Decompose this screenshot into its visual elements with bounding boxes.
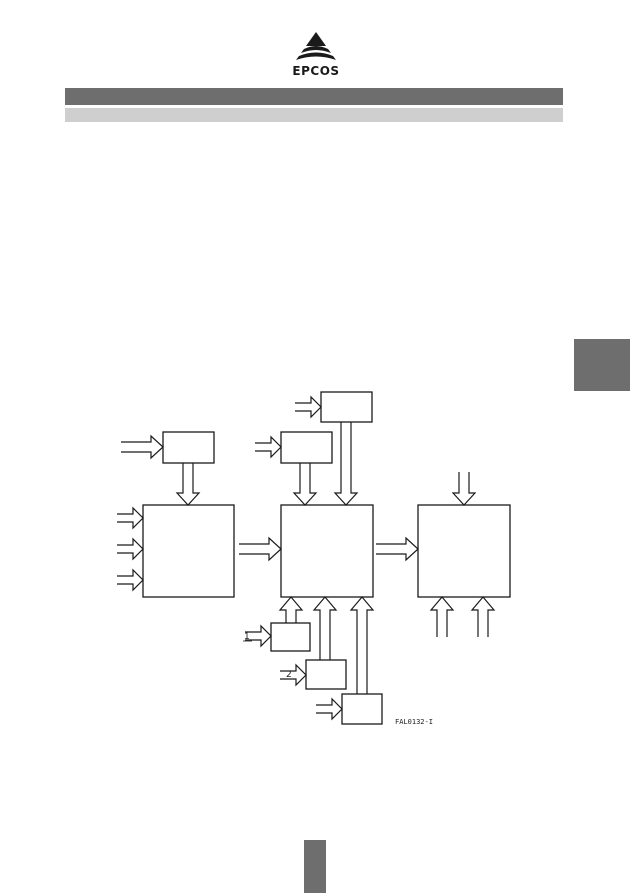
arrow-input-to-central <box>238 537 282 561</box>
block-small-bottom-2 <box>305 659 347 690</box>
input-arrow-left-2 <box>116 538 144 560</box>
arrow-central-to-output <box>375 537 419 561</box>
figure-id: FAL0132-I <box>395 718 433 726</box>
block-small-top <box>320 391 373 423</box>
arrow-small-middle-down <box>292 463 318 506</box>
block-output-unit <box>417 504 511 598</box>
block-input-processor <box>142 504 235 598</box>
input-arrow-small-middle <box>254 436 282 458</box>
subheader-bar <box>65 108 563 122</box>
arrow-output-bottom-left <box>429 596 455 637</box>
epcos-logo-icon <box>296 32 336 60</box>
input-arrow-left-3 <box>116 569 144 591</box>
block-small-middle <box>280 431 333 464</box>
input-label-1: 1 <box>244 632 250 642</box>
input-arrow-bottom-2 <box>279 664 307 686</box>
arrow-bottom-1-up <box>278 596 304 623</box>
arrow-output-top-input <box>451 472 477 506</box>
input-arrow-bottom-3 <box>315 698 343 720</box>
logo-text: EPCOS <box>292 64 340 78</box>
header-bar <box>65 88 563 105</box>
arrow-bottom-2-up <box>312 596 338 660</box>
arrow-small-left-down <box>175 463 201 506</box>
input-arrow-small-left <box>120 435 164 459</box>
arrow-small-top-down <box>333 422 359 506</box>
block-small-bottom-1 <box>270 622 311 652</box>
side-tab <box>574 339 630 391</box>
arrow-output-bottom-right <box>470 596 496 637</box>
block-small-left <box>162 431 215 464</box>
input-arrow-left-1 <box>116 507 144 529</box>
block-central-unit <box>280 504 374 598</box>
page-tab <box>304 840 326 893</box>
input-arrow-small-top <box>294 396 322 418</box>
arrow-bottom-3-up <box>349 596 375 694</box>
input-label-2: 2 <box>286 670 292 680</box>
block-small-bottom-3 <box>341 693 383 725</box>
